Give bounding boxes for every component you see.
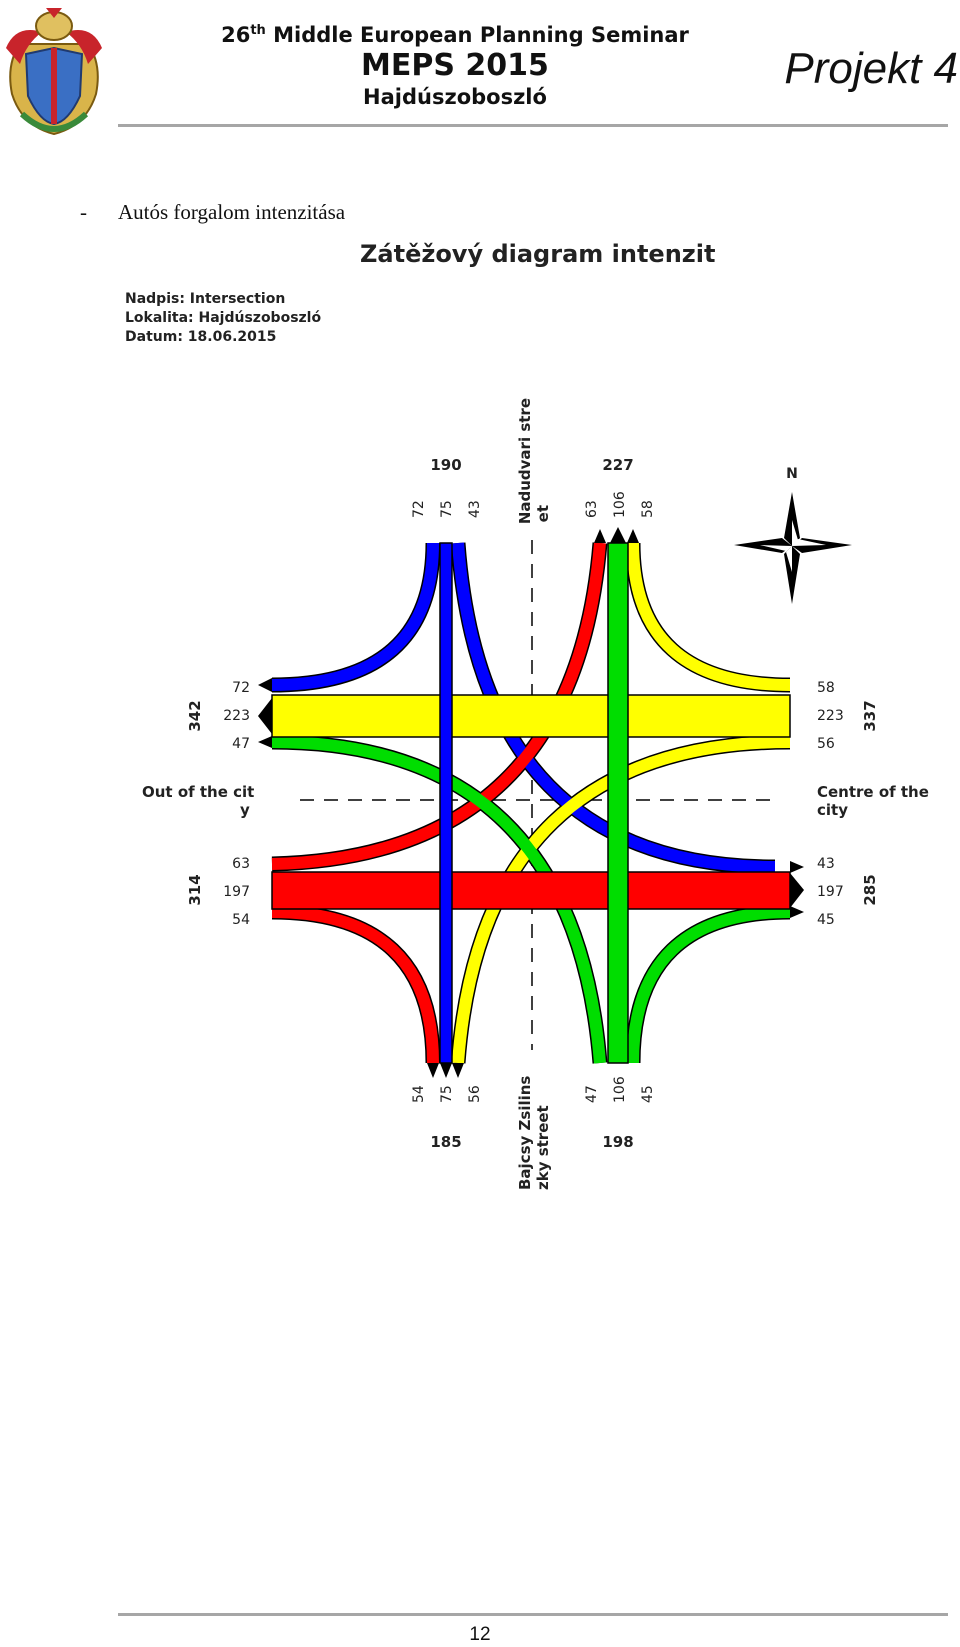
lane-north-out-3: 43 [467, 500, 483, 518]
header-divider [118, 124, 948, 127]
compass-icon [734, 492, 852, 604]
total-north-left: 190 [430, 456, 461, 474]
seminar-name: 26th Middle European Planning Seminar [221, 23, 689, 47]
street-south-line1: Bajcsy Zsilins [516, 1076, 534, 1190]
flow-curve-red-sw [271, 904, 441, 1064]
compass-north-label: N [786, 466, 798, 482]
diagram-metadata: Nadpis: Intersection Lokalita: Hajdúszob… [125, 290, 321, 347]
lane-north-out-1: 72 [411, 500, 427, 518]
lane-west-in-2: 223 [223, 708, 250, 724]
meta-nadpis: Nadpis: Intersection [125, 291, 286, 307]
lane-north-in-1: 63 [584, 500, 600, 518]
total-west-top: 342 [186, 700, 204, 731]
bullet-dash: - [80, 200, 87, 224]
footer-divider [118, 1613, 948, 1616]
lane-west-in-3: 47 [232, 736, 250, 752]
project-title: Projekt 4 [784, 44, 958, 93]
lane-south-out-1: 47 [584, 1085, 600, 1103]
arrowhead-north-1 [594, 529, 606, 543]
arrowhead-south-2 [440, 1063, 452, 1078]
bullet-text: Autós forgalom intenzitása [118, 200, 346, 224]
lane-south-in-2: 75 [439, 1085, 455, 1103]
lane-east-out-1: 58 [817, 680, 835, 696]
flow-curve-yellow-ne [625, 542, 791, 693]
street-south-line2: zky street [534, 1105, 552, 1190]
lane-south-in-3: 56 [467, 1085, 483, 1103]
arrowhead-east-3 [790, 906, 804, 918]
total-east-bottom: 285 [861, 874, 879, 905]
total-south-left: 185 [430, 1133, 461, 1151]
flow-green-vertical [607, 542, 629, 1064]
bullet-item: - Autós forgalom intenzitása [80, 200, 345, 225]
street-north-line2: et [534, 505, 552, 522]
lane-east-in-2: 197 [817, 884, 844, 900]
event-name: MEPS 2015 [361, 48, 549, 83]
street-east-line2: city [817, 801, 848, 819]
lane-south-in-1: 54 [411, 1085, 427, 1103]
street-north-line1: Nadudvari stre [516, 398, 534, 524]
lane-north-out-2: 75 [439, 500, 455, 518]
lane-west-in-1: 72 [232, 680, 250, 696]
diagram-title: Zátěžový diagram intenzit [360, 240, 716, 268]
arrowhead-east-2 [790, 873, 804, 908]
lane-east-in-1: 43 [817, 856, 835, 872]
arrowhead-east-1 [790, 861, 804, 873]
arrowhead-west-1 [258, 678, 272, 692]
lane-south-out-3: 45 [640, 1085, 656, 1103]
meta-lokalita: Lokalita: Hajdúszoboszló [125, 310, 322, 326]
meta-datum: Datum: 18.06.2015 [125, 329, 277, 345]
flow-red-horizontal [271, 871, 791, 910]
lane-north-in-3: 58 [640, 500, 656, 518]
arrowhead-south-3 [452, 1063, 464, 1078]
flow-yellow-horizontal [271, 694, 791, 738]
lane-west-out-1: 63 [232, 856, 250, 872]
page-number: 12 [469, 1624, 491, 1645]
total-north-right: 227 [602, 456, 633, 474]
event-city: Hajdúszoboszló [363, 85, 547, 109]
arrowhead-north-3 [627, 529, 639, 543]
lane-east-out-3: 56 [817, 736, 835, 752]
lane-west-out-2: 197 [223, 884, 250, 900]
flow-blue-vertical [439, 542, 453, 1064]
lane-south-out-2: 106 [612, 1076, 628, 1103]
total-east-top: 337 [861, 700, 879, 731]
lane-north-in-2: 106 [612, 491, 628, 518]
street-west-line1: Out of the cit [142, 783, 254, 801]
traffic-flow-diagram: N Nadudvari stre et Bajcsy Zsilins zky s… [142, 398, 929, 1190]
flow-curve-blue-nw [271, 542, 441, 693]
arrowhead-west-3 [258, 736, 272, 748]
arrowhead-south-1 [427, 1063, 439, 1078]
seminar-header: 26th Middle European Planning Seminar ME… [200, 18, 710, 110]
arrowhead-north-2 [610, 527, 626, 543]
total-west-bottom: 314 [186, 874, 204, 905]
coat-of-arms-logo [6, 8, 102, 136]
street-west-line2: y [240, 801, 250, 819]
flow-curve-green-se [625, 904, 791, 1064]
lane-east-in-3: 45 [817, 912, 835, 928]
lane-west-out-3: 54 [232, 912, 250, 928]
lane-east-out-2: 223 [817, 708, 844, 724]
arrowhead-west-2 [258, 698, 272, 734]
total-south-right: 198 [602, 1133, 633, 1151]
street-east-line1: Centre of the [817, 783, 929, 801]
